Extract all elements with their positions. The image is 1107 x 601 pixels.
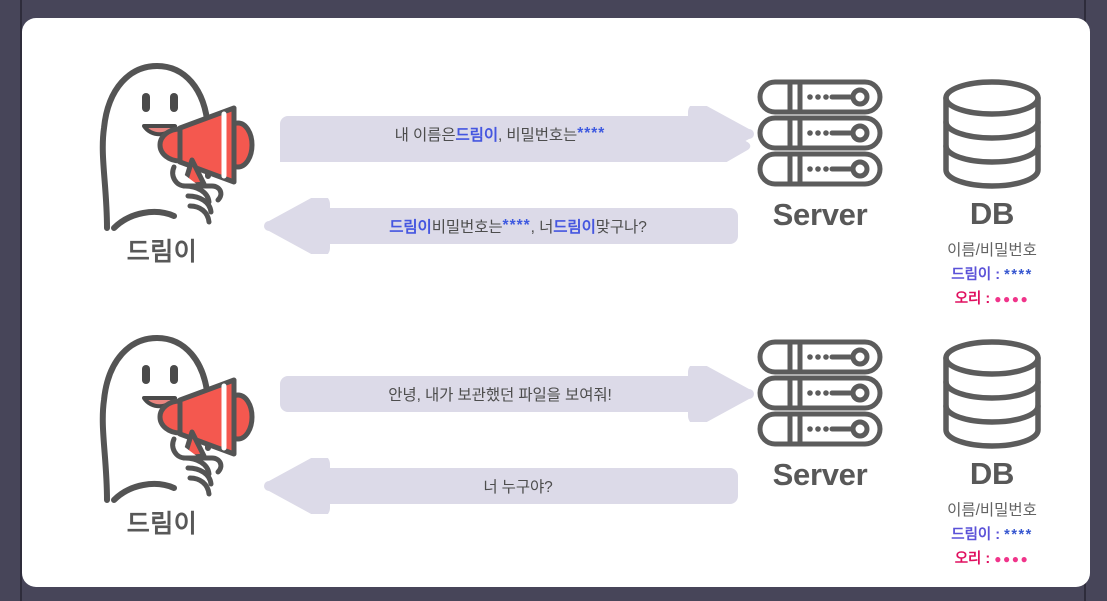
- database-node-row2: DB 이름/비밀번호 드림이 : **** 오리 : ●●●●: [897, 338, 1087, 568]
- ghost-character-with-megaphone-icon: [99, 335, 255, 503]
- database-credential-row: 드림이 : ****: [897, 263, 1087, 284]
- credential-username: 오리: [954, 291, 982, 307]
- character-dreami-row2: 드림이: [52, 308, 272, 558]
- diagram-card: 드림이 내 이름은 드림이, 비밀번호는 **** 드림이 비밀번호는 ****…: [22, 18, 1090, 587]
- database-cylinder-icon: [943, 79, 1041, 189]
- message-arrow-request-row2: 안녕, 내가 보관했던 파일을 보여줘!: [280, 366, 754, 422]
- msg-seg-plain: 비밀번호는: [431, 218, 503, 236]
- msg-seg-plain: , 비밀번호는: [497, 126, 578, 144]
- message-arrow-request-row1: 내 이름은 드림이, 비밀번호는 ****: [280, 106, 754, 162]
- character-label: 드림이: [126, 238, 198, 266]
- database-credential-row: 오리 : ●●●●: [897, 547, 1087, 568]
- character-label: 드림이: [126, 510, 198, 538]
- server-label: Server: [772, 197, 868, 232]
- msg-seg-plain: 안녕, 내가 보관했던 파일을 보여줘!: [388, 386, 612, 404]
- database-cylinder-icon: [943, 339, 1041, 449]
- credential-username: 오리: [954, 551, 982, 567]
- credential-separator: :: [991, 527, 1005, 543]
- msg-seg-highlight: 드림이: [553, 218, 596, 236]
- server-rack-icon: [757, 79, 883, 187]
- credential-password: ****: [1004, 527, 1033, 543]
- msg-seg-plain: 맞구나?: [595, 218, 647, 236]
- message-arrow-response-row2: 너 누구야?: [264, 458, 738, 514]
- credential-password: ●●●●: [994, 292, 1030, 306]
- arrow-right-icon: [280, 106, 754, 162]
- frame-seam-left: [20, 0, 22, 601]
- message-text: 드림이 비밀번호는 ****, 너 드림이 맞구나?: [264, 198, 738, 254]
- arrow-left-icon: [264, 198, 738, 254]
- server-node-row1: Server: [745, 78, 895, 233]
- credential-password: ****: [1004, 267, 1033, 283]
- msg-seg-password: ****: [577, 124, 606, 142]
- credential-username: 드림이: [951, 267, 992, 283]
- database-label: DB: [969, 196, 1015, 231]
- ghost-character-with-megaphone-icon: [99, 63, 255, 231]
- arrow-right-icon: [280, 366, 754, 422]
- message-text: 너 누구야?: [264, 458, 738, 514]
- diagram-row-2: 드림이 안녕, 내가 보관했던 파일을 보여줘! 너 누구야?: [22, 308, 1090, 578]
- credential-separator: :: [991, 267, 1005, 283]
- msg-seg-highlight: 드림이: [455, 126, 499, 144]
- msg-seg-plain: 너 누구야?: [483, 478, 553, 496]
- msg-seg-highlight: 드림이: [389, 218, 432, 236]
- message-text: 안녕, 내가 보관했던 파일을 보여줘!: [280, 366, 754, 422]
- database-node-row1: DB 이름/비밀번호 드림이 : **** 오리 : ●●●●: [897, 78, 1087, 308]
- message-arrow-response-row1: 드림이 비밀번호는 ****, 너 드림이 맞구나?: [264, 198, 738, 254]
- database-credential-row: 오리 : ●●●●: [897, 287, 1087, 308]
- credential-username: 드림이: [951, 527, 992, 543]
- msg-seg-password: ****: [502, 216, 531, 234]
- character-dreami-row1: 드림이: [52, 36, 272, 286]
- database-label: DB: [969, 456, 1015, 491]
- database-subtitle: 이름/비밀번호: [947, 242, 1037, 259]
- server-label: Server: [772, 457, 868, 492]
- server-rack-icon: [757, 339, 883, 447]
- msg-seg-plain: 내 이름은: [394, 126, 456, 144]
- database-subtitle: 이름/비밀번호: [947, 502, 1037, 519]
- msg-seg-plain: , 너: [530, 218, 554, 236]
- credential-password: ●●●●: [994, 552, 1030, 566]
- diagram-row-1: 드림이 내 이름은 드림이, 비밀번호는 **** 드림이 비밀번호는 ****…: [22, 36, 1090, 308]
- arrow-left-icon: [264, 458, 738, 514]
- credential-separator: :: [981, 551, 995, 567]
- database-credential-row: 드림이 : ****: [897, 523, 1087, 544]
- credential-separator: :: [981, 291, 995, 307]
- server-node-row2: Server: [745, 338, 895, 493]
- message-text: 내 이름은 드림이, 비밀번호는 ****: [280, 106, 754, 162]
